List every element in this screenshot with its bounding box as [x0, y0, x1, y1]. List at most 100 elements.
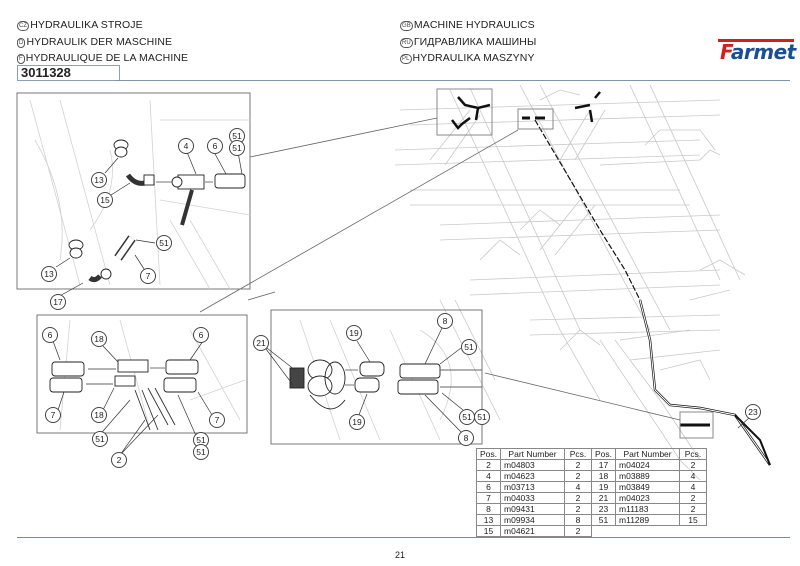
cell-part-number: m04023: [615, 492, 681, 504]
page-number: 21: [394, 550, 405, 560]
cell-part-number: m09431: [500, 503, 566, 515]
cell-pcs: 4: [564, 481, 593, 493]
cell-pos: 23: [591, 503, 617, 515]
balloon-13: 13: [41, 266, 57, 282]
col-part-number: Part Number: [500, 448, 566, 460]
detail-middle-center-parts: [289, 359, 482, 410]
col-pos: Pos.: [475, 448, 502, 460]
cell-pcs: 2: [679, 459, 708, 471]
col-pcs: Pcs.: [564, 448, 593, 460]
cell-part-number: m04623: [500, 470, 566, 482]
cell-part-number: m09934: [500, 514, 566, 526]
cell-pcs: 15: [679, 514, 708, 526]
balloon-8: 8: [458, 430, 474, 446]
balloon-51: 51: [461, 339, 477, 355]
cell-part-number: [616, 526, 680, 537]
lang-badge-cz: CZ: [17, 21, 30, 31]
balloon-15: 15: [97, 192, 113, 208]
cell-pcs: 2: [564, 503, 593, 515]
detail-box-middle-left: [36, 314, 248, 434]
balloon-4: 4: [178, 138, 194, 154]
cell-pcs: 4: [679, 481, 708, 493]
lang-badge-fr: F: [17, 54, 25, 64]
balloon-6: 6: [42, 327, 58, 343]
col-pcs: Pcs.: [679, 448, 708, 460]
balloon-51: 51: [229, 140, 245, 156]
cell-pcs: 2: [564, 492, 593, 504]
header-divider: [115, 80, 790, 81]
cell-pos: 13: [475, 514, 502, 526]
cell-part-number: m04621: [500, 525, 566, 537]
balloon-51: 51: [474, 409, 490, 425]
farmet-logo: Farmet: [718, 39, 796, 64]
cell-pcs: 2: [679, 503, 708, 515]
detail-middle-left-parts: [49, 359, 199, 431]
parts-table: Pos. Part Number Pcs. Pos. Part Number P…: [475, 448, 708, 537]
machine-frame: [394, 84, 746, 481]
cell-pos: 15: [475, 525, 502, 537]
col-pos: Pos.: [591, 448, 617, 460]
assembly-code: 3011328: [17, 65, 120, 81]
cell-part-number: m03713: [500, 481, 566, 493]
cell-pcs: 2: [564, 470, 593, 482]
balloon-51: 51: [459, 409, 475, 425]
lang-badge-gb: GB: [400, 21, 413, 31]
cell-pos: 18: [591, 470, 617, 482]
cell-pcs: 2: [679, 492, 708, 504]
balloon-2: 2: [111, 452, 127, 468]
cell-part-number: m03889: [615, 470, 681, 482]
lang-badge-ru: RU: [400, 38, 413, 48]
detail-top-left-parts: [68, 139, 246, 283]
logo-bar: [718, 39, 794, 42]
balloon-23: 23: [745, 404, 761, 420]
detail-box-top-left: [16, 92, 251, 290]
overview-callout-box-2: [517, 108, 554, 130]
cell-pos: [592, 526, 616, 537]
balloon-7: 7: [45, 407, 61, 423]
cell-pos: 2: [475, 459, 502, 471]
cell-part-number: m11289: [615, 514, 681, 526]
lang-badge-de: D: [17, 38, 26, 48]
balloon-21: 21: [253, 335, 269, 351]
cell-part-number: m04033: [500, 492, 566, 504]
balloon-51: 51: [92, 431, 108, 447]
cell-part-number: m04024: [615, 459, 681, 471]
balloon-18: 18: [91, 331, 107, 347]
detail-box-middle-center: [270, 309, 483, 445]
col-part-number: Part Number: [615, 448, 681, 460]
cell-pos: 8: [475, 503, 502, 515]
overview-callout-box-1: [436, 88, 493, 136]
cell-pos: 7: [475, 492, 502, 504]
balloon-6: 6: [207, 138, 223, 154]
balloon-19: 19: [346, 325, 362, 341]
cell-part-number: m11183: [615, 503, 681, 515]
balloon-51: 51: [193, 444, 209, 460]
balloon-51: 51: [156, 235, 172, 251]
footer-divider: [17, 537, 790, 538]
parts-table-header: Pos. Part Number Pcs. Pos. Part Number P…: [475, 448, 708, 460]
cell-pos: 6: [475, 481, 502, 493]
balloon-7: 7: [209, 412, 225, 428]
balloon-7: 7: [140, 268, 156, 284]
balloon-6: 6: [193, 327, 209, 343]
balloon-17: 17: [50, 294, 66, 310]
overview-callout-box-3: [679, 411, 714, 439]
cell-pos: 4: [475, 470, 502, 482]
balloon-8: 8: [437, 313, 453, 329]
balloon-18: 18: [91, 407, 107, 423]
cell-part-number: m04803: [500, 459, 566, 471]
cell-pos: 17: [591, 459, 617, 471]
leader-lines: [199, 117, 681, 421]
cell-pcs: 4: [679, 470, 708, 482]
cell-pos: 21: [591, 492, 617, 504]
